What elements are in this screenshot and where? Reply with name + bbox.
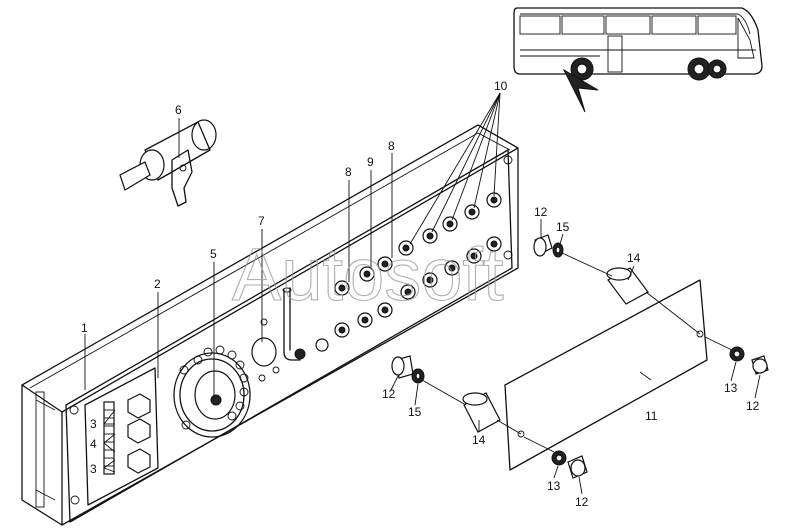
gauge-component [173, 345, 251, 438]
callout-3: 3 [90, 417, 97, 431]
callout-13: 13 [547, 479, 561, 493]
indicator-cluster [315, 192, 502, 352]
callout-12: 12 [382, 387, 396, 401]
screw-washer-set-right [729, 346, 769, 375]
callout-15: 15 [556, 220, 570, 234]
callout-10: 10 [494, 79, 508, 93]
spacer-upper [606, 267, 649, 305]
callout-3: 3 [90, 462, 97, 476]
screw-washer-set-left [391, 355, 425, 384]
callout-14: 14 [627, 251, 641, 265]
callout-7: 7 [258, 214, 265, 228]
spacer-lower [462, 392, 501, 433]
screw-washer-set-upper [533, 234, 564, 258]
assembly-lines [421, 252, 733, 453]
callout-12: 12 [575, 495, 589, 509]
callout-labels: 1 2 3 3 4 5 6 7 8 8 9 10 11 12 12 12 12 … [81, 79, 760, 509]
callout-8: 8 [345, 165, 352, 179]
callout-13: 13 [724, 381, 738, 395]
callout-11: 11 [645, 409, 658, 423]
callout-8: 8 [388, 139, 395, 153]
cover-plate [504, 279, 708, 471]
callout-2: 2 [154, 277, 161, 291]
callout-12: 12 [746, 399, 760, 413]
callout-14: 14 [472, 433, 486, 447]
screw-washer-set-bottom [551, 450, 588, 479]
bus-illustration [513, 7, 763, 113]
callout-5: 5 [210, 247, 217, 261]
callout-9: 9 [367, 155, 374, 169]
callout-1: 1 [81, 321, 88, 335]
watermark-text: Autosoft [232, 233, 504, 316]
inner-plate [65, 149, 513, 523]
pipe-fitting [251, 287, 306, 382]
callout-4: 4 [90, 437, 97, 451]
callout-6: 6 [175, 103, 182, 117]
relay-component [119, 119, 217, 207]
leader-lines [84, 92, 761, 495]
callout-15: 15 [408, 405, 422, 419]
callout-12: 12 [534, 205, 548, 219]
